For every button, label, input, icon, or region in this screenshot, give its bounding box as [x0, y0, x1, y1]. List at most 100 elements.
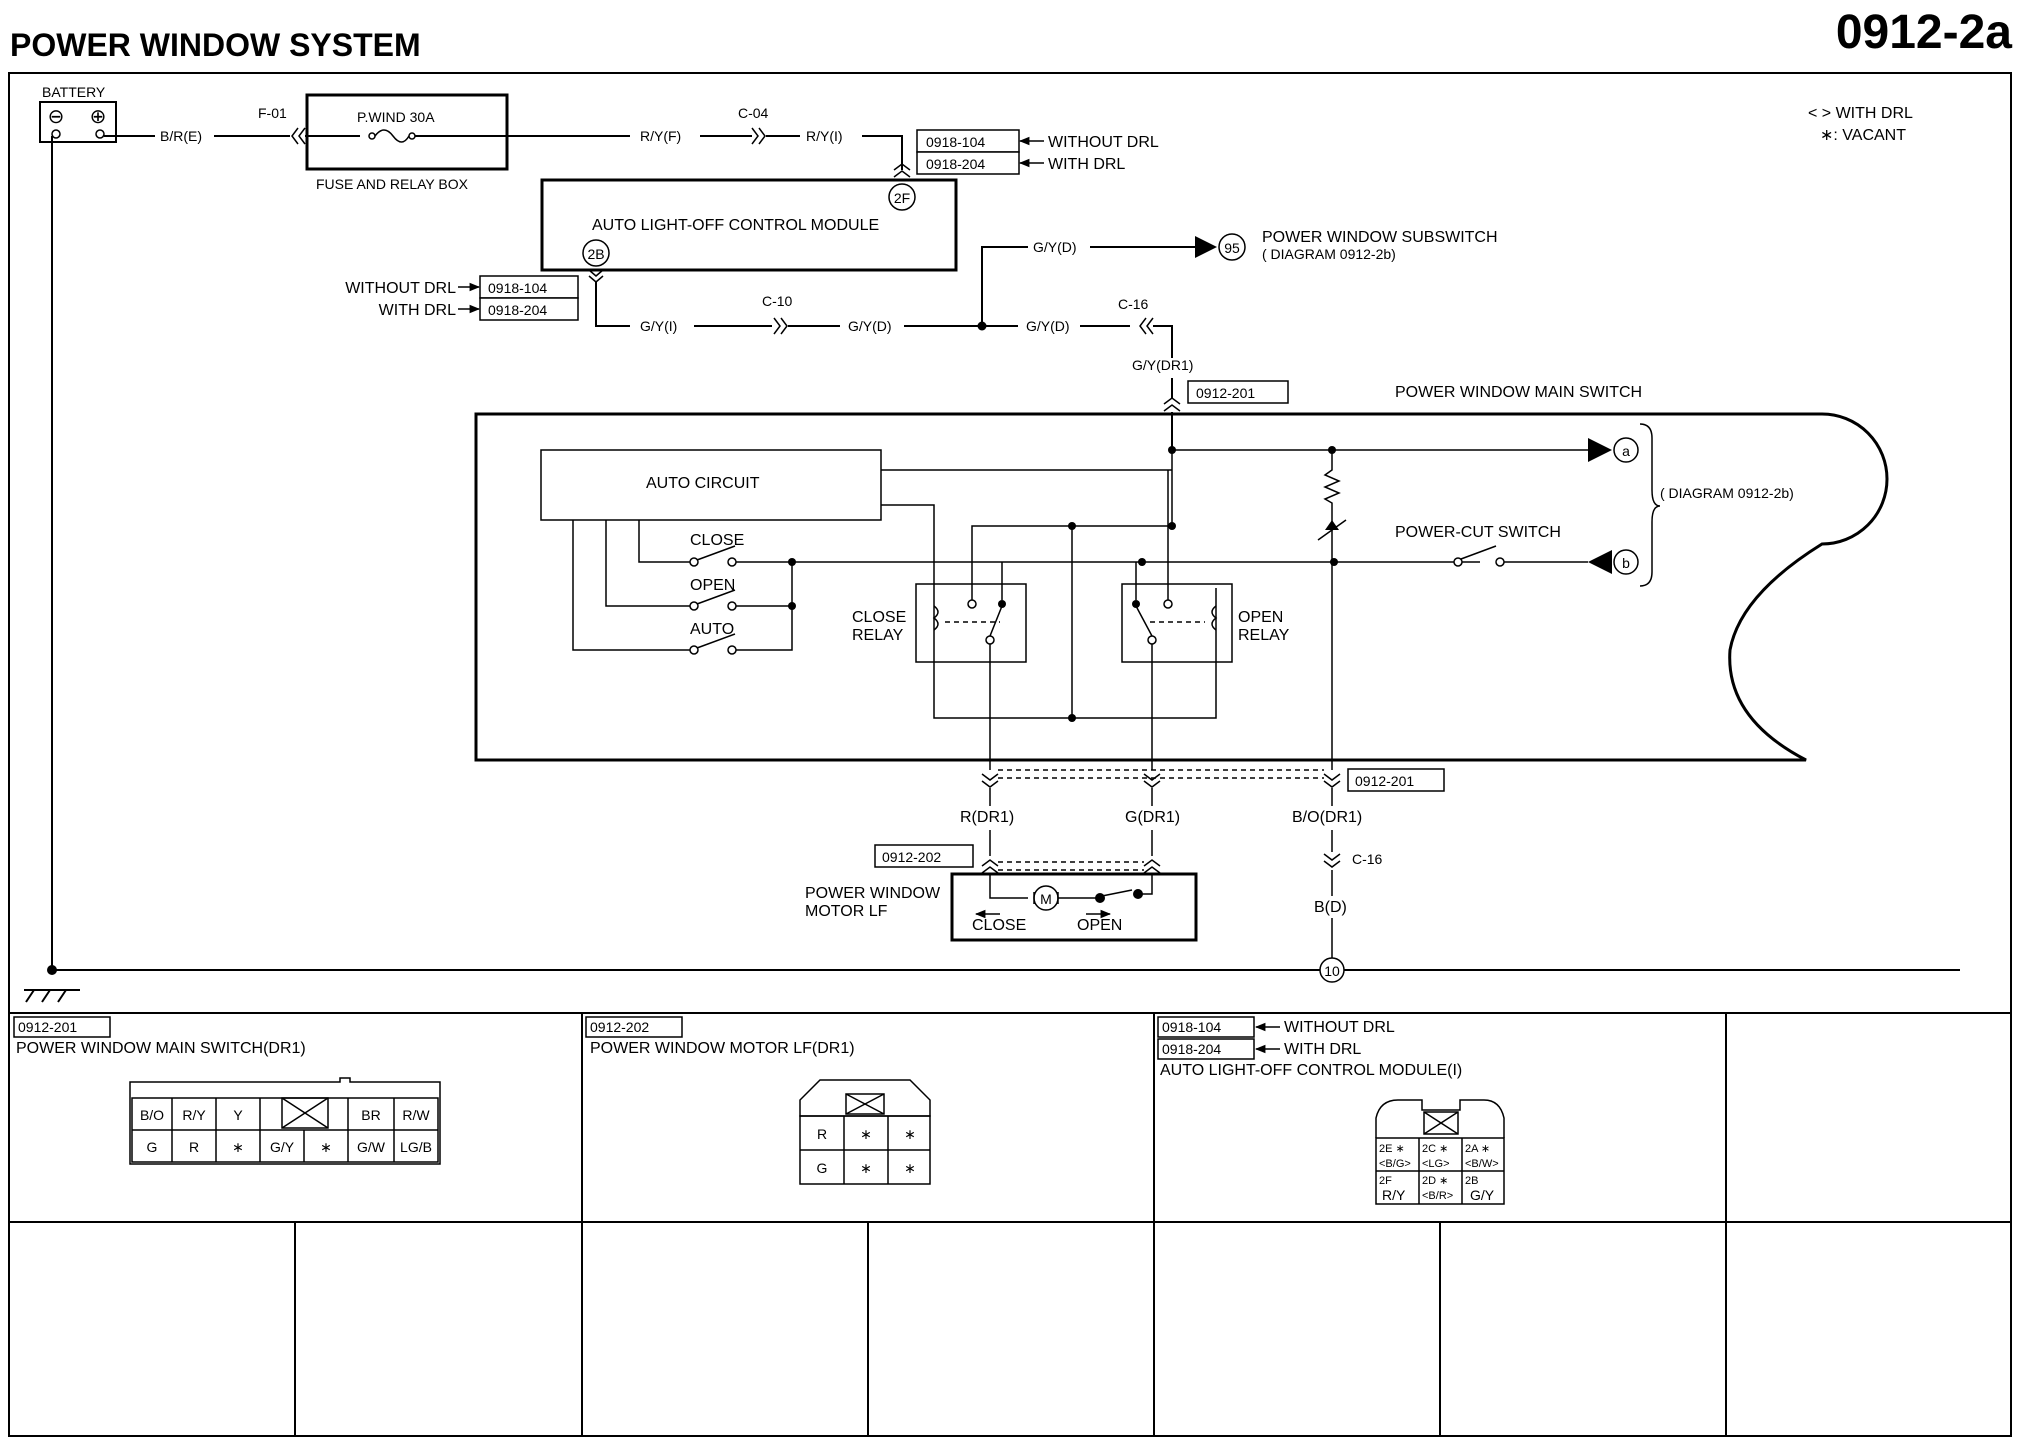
subswitch-diagram-ref: ( DIAGRAM 0912-2b): [1262, 246, 1396, 262]
p1-pin-b5: G/W: [357, 1139, 386, 1155]
p1-pin-b0: G: [147, 1139, 158, 1155]
connector-2f: 2F: [894, 190, 910, 206]
ground-icon: [24, 989, 80, 1003]
p1-pin-t2: Y: [233, 1107, 243, 1123]
p3-pin-2a: 2A ∗: [1465, 1143, 1490, 1155]
wire-ryf: R/Y(F): [640, 128, 681, 144]
open-relay-label-2: RELAY: [1238, 627, 1290, 644]
connector-2b: 2B: [587, 246, 604, 262]
p2-pin-r1c2: ∗: [904, 1160, 916, 1176]
connector-10: 10: [1324, 963, 1340, 979]
fuse-name: P.WIND 30A: [357, 109, 435, 125]
wire-bd: B(D): [1314, 899, 1347, 916]
motor-name-2: MOTOR LF: [805, 903, 888, 920]
connector-95: 95: [1224, 240, 1240, 256]
ref-0912-202: 0912-202: [882, 849, 941, 865]
p3-pin-2c-wire: <LG>: [1422, 1158, 1450, 1170]
panel1-title: POWER WINDOW MAIN SWITCH(DR1): [16, 1040, 306, 1057]
wire-gyd-1: G/Y(D): [848, 318, 892, 334]
p1-pin-b4: ∗: [320, 1139, 332, 1155]
main-switch-diagram-ref: ( DIAGRAM 0912-2b): [1660, 485, 1794, 501]
p3-pin-2b: 2B: [1465, 1175, 1478, 1187]
ref-note-with-drl-a: WITH DRL: [1048, 156, 1125, 173]
open-relay-label-1: OPEN: [1238, 609, 1283, 626]
power-cut-switch-label: POWER-CUT SWITCH: [1395, 524, 1561, 541]
wire-bodr1: B/O(DR1): [1292, 809, 1362, 826]
p2-pin-r1c0: G: [817, 1160, 828, 1176]
legend-drl: < > WITH DRL: [1808, 105, 1913, 122]
p2-pin-r0c2: ∗: [904, 1126, 916, 1142]
wire-ryi: R/Y(I): [806, 128, 843, 144]
p1-pin-b6: LG/B: [400, 1139, 432, 1155]
ref-0918-204-b: 0918-204: [488, 302, 547, 318]
battery-label: BATTERY: [42, 84, 106, 100]
connector-c16-a: C-16: [1118, 296, 1149, 312]
p3-pin-2b-wire: G/Y: [1470, 1187, 1495, 1203]
ref-note-without-drl-a: WITHOUT DRL: [1048, 134, 1159, 151]
main-switch-name: POWER WINDOW MAIN SWITCH: [1395, 384, 1642, 401]
wire-gyd-3: G/Y(D): [1026, 318, 1070, 334]
outer-frame: [8, 72, 2012, 1437]
power-window-motor: [950, 872, 1198, 942]
p3-pin-2e: 2E ∗: [1379, 1143, 1405, 1155]
p2-pin-r0c1: ∗: [860, 1126, 872, 1142]
p3-pin-2d-wire: <B/R>: [1422, 1190, 1453, 1202]
main-switch-enclosure: [474, 412, 1889, 762]
p2-pin-r0c0: R: [817, 1126, 827, 1142]
panel1-connector: [129, 1077, 441, 1165]
module-name: AUTO LIGHT-OFF CONTROL MODULE: [592, 217, 879, 234]
ref-note-with-drl-b: WITH DRL: [379, 302, 456, 319]
connector-b: b: [1622, 555, 1630, 571]
switch-auto-label: AUTO: [690, 621, 734, 638]
panel3-code-1: 0918-104: [1162, 1019, 1221, 1035]
fuse-box-label: FUSE AND RELAY BOX: [316, 176, 469, 192]
p3-pin-2f-wire: R/Y: [1382, 1187, 1406, 1203]
fuse-relay-box: [305, 93, 509, 171]
panel2-connector: [799, 1079, 931, 1185]
wire-rdr1: R(DR1): [960, 809, 1014, 826]
p1-pin-t1: R/Y: [182, 1107, 206, 1123]
close-relay-label-1: CLOSE: [852, 609, 906, 626]
p3-pin-2e-wire: <B/G>: [1379, 1158, 1411, 1170]
panel3-note-1: WITHOUT DRL: [1284, 1019, 1395, 1036]
wire-gydr1: G/Y(DR1): [1132, 357, 1193, 373]
p1-pin-b3: G/Y: [270, 1139, 295, 1155]
connector-a: a: [1622, 443, 1630, 459]
p3-pin-2c: 2C ∗: [1422, 1143, 1448, 1155]
p3-pin-2f: 2F: [1379, 1175, 1392, 1187]
wire-gdr1: G(DR1): [1125, 809, 1180, 826]
motor-close-label: CLOSE: [972, 917, 1026, 934]
switch-close-label: CLOSE: [690, 532, 744, 549]
panel2-title: POWER WINDOW MOTOR LF(DR1): [590, 1040, 855, 1057]
panel1-code: 0912-201: [18, 1019, 77, 1035]
connector-c10: C-10: [762, 293, 793, 309]
ref-0918-204-a: 0918-204: [926, 156, 985, 172]
battery: [39, 101, 117, 143]
motor-m-label: M: [1040, 891, 1052, 907]
panel2-code: 0912-202: [590, 1019, 649, 1035]
wire-gyd-2: G/Y(D): [1033, 239, 1077, 255]
p3-pin-2d: 2D ∗: [1422, 1175, 1448, 1187]
legend-vacant: ∗: VACANT: [1820, 127, 1906, 144]
panel3-code-2: 0918-204: [1162, 1041, 1221, 1057]
page-code: 0912-2a: [1836, 6, 2012, 59]
auto-circuit-label: AUTO CIRCUIT: [646, 475, 760, 492]
p1-pin-b1: R: [189, 1139, 199, 1155]
p1-pin-t0: B/O: [140, 1107, 164, 1123]
close-relay: [915, 583, 1027, 663]
close-relay-label-2: RELAY: [852, 627, 904, 644]
battery-positive-icon: ⊕: [90, 106, 107, 128]
wire-gyi: G/Y(I): [640, 318, 677, 334]
panel3-title: AUTO LIGHT-OFF CONTROL MODULE(I): [1160, 1062, 1462, 1079]
ref-0912-201-b: 0912-201: [1355, 773, 1414, 789]
ref-0912-201-a: 0912-201: [1196, 385, 1255, 401]
ref-0918-104-a: 0918-104: [926, 134, 985, 150]
p1-pin-b2: ∗: [232, 1139, 244, 1155]
panel3-note-2: WITH DRL: [1284, 1041, 1361, 1058]
p2-pin-r1c1: ∗: [860, 1160, 872, 1176]
auto-light-off-module: [540, 178, 958, 272]
ref-0918-104-b: 0918-104: [488, 280, 547, 296]
page-title: POWER WINDOW SYSTEM: [10, 27, 421, 63]
connector-c16-b: C-16: [1352, 851, 1383, 867]
